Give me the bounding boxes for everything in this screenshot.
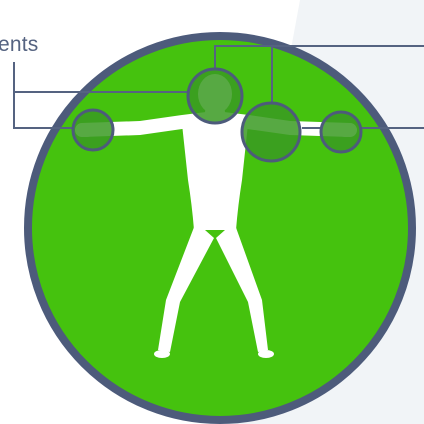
head-joint-marker	[188, 69, 242, 123]
right-hand-joint-marker	[321, 112, 361, 152]
right-shoulder-joint-marker	[242, 103, 300, 161]
left-hand-joint-marker	[73, 110, 113, 150]
